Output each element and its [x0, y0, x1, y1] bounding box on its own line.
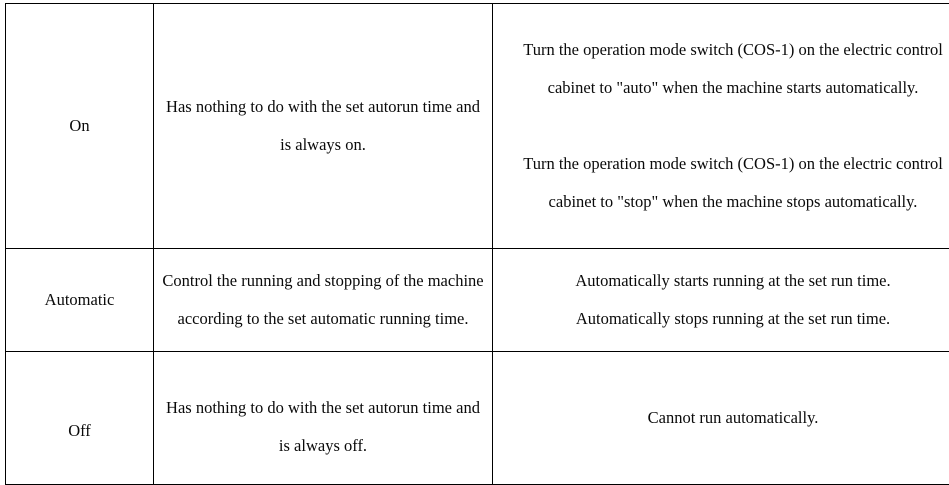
paragraph-spacer [499, 107, 949, 145]
action-cell-automatic: Automatically starts running at the set … [493, 249, 949, 352]
action-paragraph-1: Cannot run automatically. [499, 399, 949, 437]
action-cell-off: Cannot run automatically. [493, 352, 949, 485]
mode-label: Automatic [12, 281, 147, 319]
mode-cell-off: Off [6, 352, 154, 485]
description-text: Has nothing to do with the set autorun t… [160, 389, 486, 465]
table-row: Automatic Control the running and stoppi… [6, 249, 949, 352]
operation-mode-table: On Has nothing to do with the set autoru… [5, 3, 949, 485]
mode-cell-on: On [6, 4, 154, 249]
description-cell-on: Has nothing to do with the set autorun t… [154, 4, 493, 249]
description-cell-automatic: Control the running and stopping of the … [154, 249, 493, 352]
description-text: Control the running and stopping of the … [160, 262, 486, 338]
action-cell-on: Turn the operation mode switch (COS-1) o… [493, 4, 949, 249]
table-body: On Has nothing to do with the set autoru… [6, 4, 949, 485]
mode-cell-automatic: Automatic [6, 249, 154, 352]
mode-label: On [12, 107, 147, 145]
table-row: Off Has nothing to do with the set autor… [6, 352, 949, 485]
action-paragraph-1: Turn the operation mode switch (COS-1) o… [499, 31, 949, 107]
action-paragraph-2: Automatically stops running at the set r… [499, 300, 949, 338]
description-cell-off: Has nothing to do with the set autorun t… [154, 352, 493, 485]
table-row: On Has nothing to do with the set autoru… [6, 4, 949, 249]
action-paragraph-2: Turn the operation mode switch (COS-1) o… [499, 145, 949, 221]
description-text: Has nothing to do with the set autorun t… [160, 88, 486, 164]
specification-table-container: On Has nothing to do with the set autoru… [5, 3, 934, 455]
action-paragraph-1: Automatically starts running at the set … [499, 262, 949, 300]
mode-label: Off [12, 412, 147, 450]
